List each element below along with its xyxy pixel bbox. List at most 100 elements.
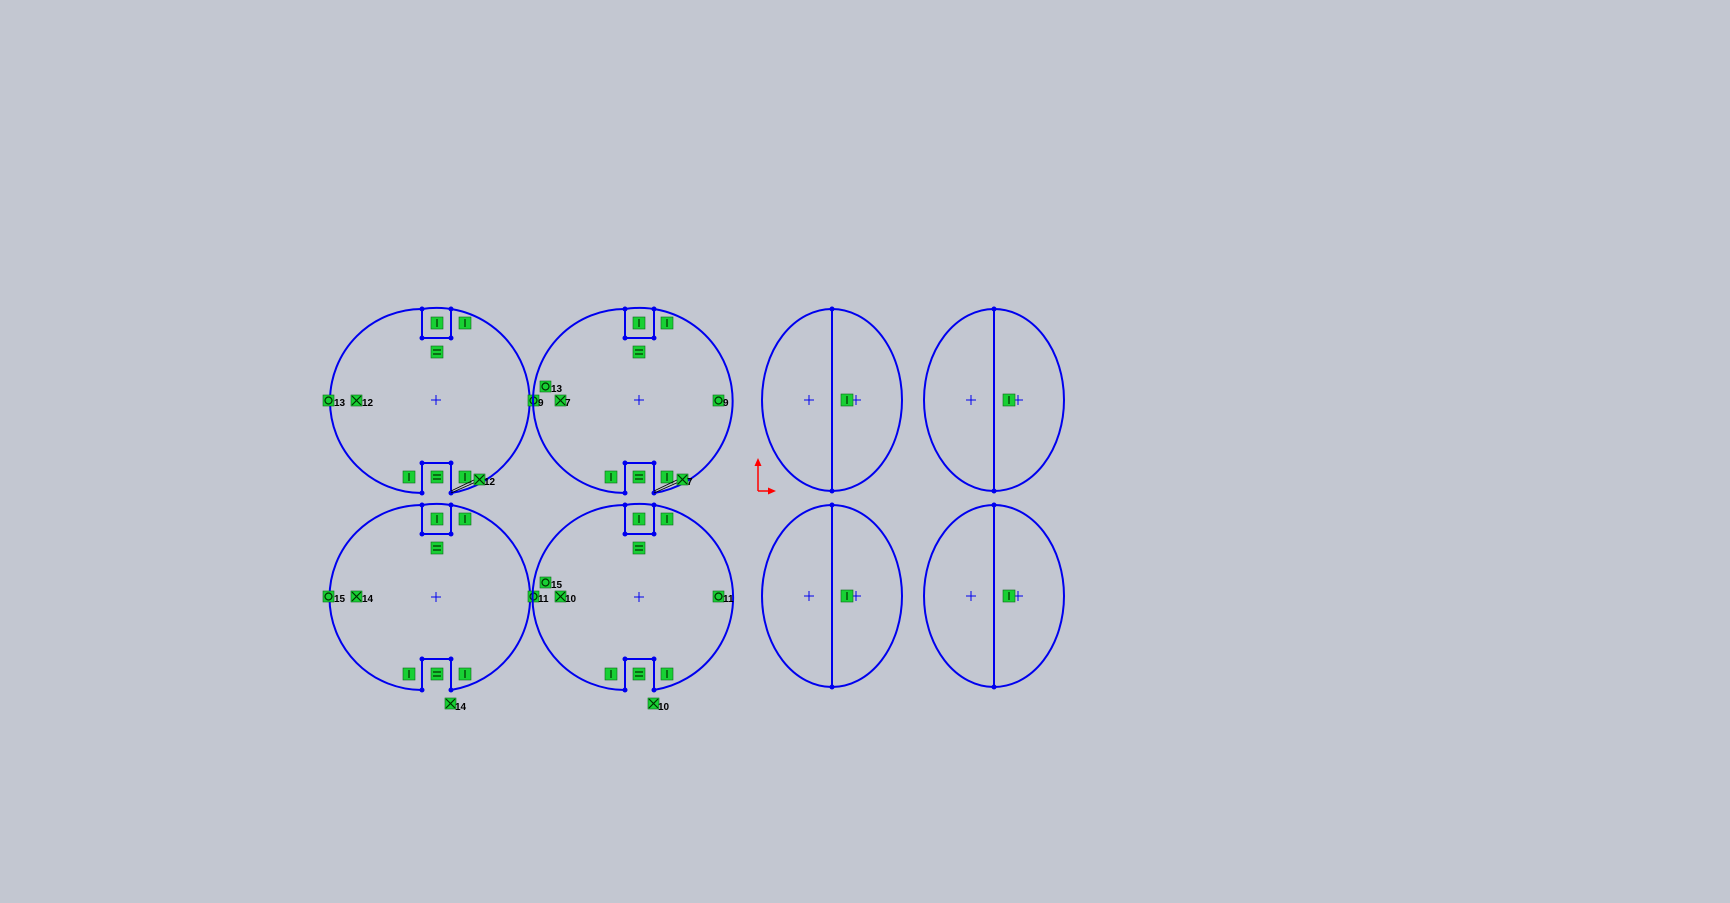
vertical-relation-icon[interactable] <box>660 512 674 526</box>
sketch-point[interactable] <box>448 306 454 312</box>
center-mark-icon <box>804 395 814 405</box>
equal-relation-icon[interactable] <box>632 667 646 681</box>
sketch-point[interactable] <box>622 335 628 341</box>
sketch-point[interactable] <box>419 490 425 496</box>
origin-axes-icon <box>754 458 776 495</box>
sketch-point[interactable] <box>651 335 657 341</box>
coincident-relation-icon[interactable] <box>322 394 335 407</box>
vertical-relation-icon[interactable] <box>458 512 472 526</box>
sketch-point[interactable] <box>651 502 657 508</box>
sketch-point[interactable] <box>622 531 628 537</box>
merge-relation-icon[interactable] <box>554 590 567 603</box>
relation-label: 14 <box>455 702 467 713</box>
sketch-circle-slotted[interactable]: 15 10 11 10 <box>531 502 735 714</box>
sketch-point[interactable] <box>651 656 657 662</box>
sketch-ellipse-split[interactable] <box>923 306 1065 494</box>
sketch-point[interactable] <box>419 687 425 693</box>
sketch-point[interactable] <box>651 460 657 466</box>
coincident-relation-icon[interactable] <box>712 394 725 407</box>
vertical-relation-icon[interactable] <box>458 667 472 681</box>
sketch-point[interactable] <box>991 684 997 690</box>
center-mark-icon <box>634 592 644 602</box>
vertical-relation-icon[interactable] <box>402 667 416 681</box>
vertical-relation-icon[interactable] <box>632 512 646 526</box>
coincident-relation-icon[interactable] <box>539 576 552 589</box>
merge-relation-icon[interactable] <box>350 394 363 407</box>
merge-relation-icon[interactable] <box>444 697 457 710</box>
vertical-relation-icon[interactable] <box>660 316 674 330</box>
sketch-ellipse-split[interactable] <box>761 306 903 494</box>
equal-relation-icon[interactable] <box>430 470 444 484</box>
equal-relation-icon[interactable] <box>430 667 444 681</box>
coincident-relation-icon[interactable] <box>712 590 725 603</box>
sketch-point[interactable] <box>829 502 835 508</box>
sketch-point[interactable] <box>448 656 454 662</box>
equal-relation-icon[interactable] <box>632 345 646 359</box>
vertical-relation-icon[interactable] <box>1002 589 1016 603</box>
merge-relation-icon[interactable] <box>473 473 486 486</box>
relation-label: 10 <box>658 702 670 713</box>
equal-relation-icon[interactable] <box>632 541 646 555</box>
relation-label: 9 <box>538 398 544 409</box>
sketch-point[interactable] <box>991 488 997 494</box>
sketch-point[interactable] <box>448 335 454 341</box>
sketch-point[interactable] <box>448 502 454 508</box>
sketch-point[interactable] <box>991 306 997 312</box>
sketch-point[interactable] <box>622 460 628 466</box>
relation-label: 15 <box>334 594 346 605</box>
merge-relation-icon[interactable] <box>676 473 689 486</box>
sketch-point[interactable] <box>419 335 425 341</box>
relation-label: 11 <box>538 594 549 605</box>
vertical-relation-icon[interactable] <box>632 316 646 330</box>
merge-relation-icon[interactable] <box>350 590 363 603</box>
vertical-relation-icon[interactable] <box>604 667 618 681</box>
sketch-circle-slotted[interactable]: 13 12 9 12 <box>322 306 544 496</box>
sketch-point[interactable] <box>419 531 425 537</box>
merge-relation-icon[interactable] <box>554 394 567 407</box>
sketch-point[interactable] <box>829 684 835 690</box>
center-mark-icon <box>431 395 441 405</box>
vertical-relation-icon[interactable] <box>402 470 416 484</box>
vertical-relation-icon[interactable] <box>604 470 618 484</box>
sketch-point[interactable] <box>622 656 628 662</box>
relation-label: 14 <box>362 594 374 605</box>
sketch-point[interactable] <box>651 306 657 312</box>
equal-relation-icon[interactable] <box>632 470 646 484</box>
sketch-point[interactable] <box>448 460 454 466</box>
vertical-relation-icon[interactable] <box>840 393 854 407</box>
vertical-relation-icon[interactable] <box>430 316 444 330</box>
vertical-relation-icon[interactable] <box>458 470 472 484</box>
sketch-point[interactable] <box>622 687 628 693</box>
vertical-relation-icon[interactable] <box>660 470 674 484</box>
sketch-point[interactable] <box>419 656 425 662</box>
sketch-point[interactable] <box>651 687 657 693</box>
sketch-circle-slotted[interactable]: 15 14 11 14 <box>322 502 549 714</box>
vertical-relation-icon[interactable] <box>1002 393 1016 407</box>
vertical-relation-icon[interactable] <box>458 316 472 330</box>
sketch-point[interactable] <box>651 531 657 537</box>
vertical-relation-icon[interactable] <box>840 589 854 603</box>
sketch-point[interactable] <box>448 531 454 537</box>
sketch-ellipse-split[interactable] <box>923 502 1065 690</box>
sketch-point[interactable] <box>622 490 628 496</box>
vertical-relation-icon[interactable] <box>660 667 674 681</box>
sketch-point[interactable] <box>991 502 997 508</box>
vertical-relation-icon[interactable] <box>430 512 444 526</box>
coincident-relation-icon[interactable] <box>539 380 552 393</box>
equal-relation-icon[interactable] <box>430 345 444 359</box>
equal-relation-icon[interactable] <box>430 541 444 555</box>
coincident-relation-icon[interactable] <box>322 590 335 603</box>
sketch-point[interactable] <box>419 460 425 466</box>
relation-label: 13 <box>334 398 346 409</box>
sketch-point[interactable] <box>448 687 454 693</box>
sketch-point[interactable] <box>419 502 425 508</box>
sketch-point[interactable] <box>829 488 835 494</box>
sketch-point[interactable] <box>419 306 425 312</box>
sketch-point[interactable] <box>622 502 628 508</box>
merge-relation-icon[interactable] <box>647 697 660 710</box>
sketch-ellipse-split[interactable] <box>761 502 903 690</box>
sketch-point[interactable] <box>829 306 835 312</box>
sketch-circle-slotted[interactable]: 13 7 9 7 <box>532 306 734 496</box>
sketch-point[interactable] <box>622 306 628 312</box>
